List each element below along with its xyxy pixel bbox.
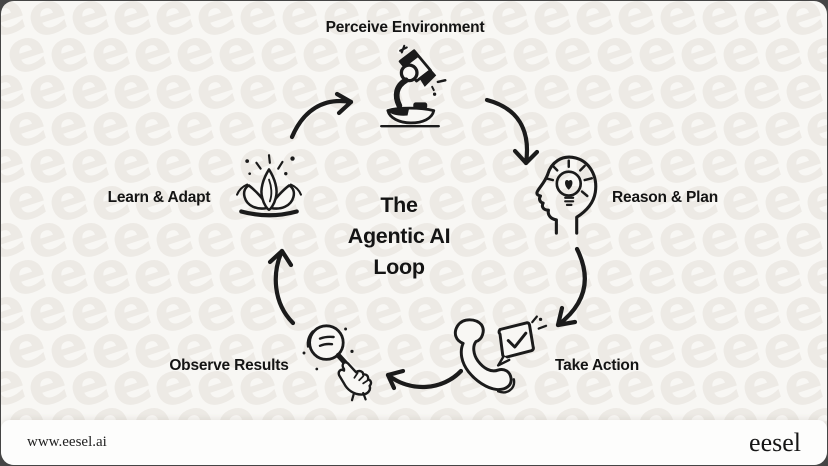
footer-bar: www.eesel.ai eesel — [1, 420, 827, 465]
checkmark-icon — [506, 331, 528, 349]
step-label-perceive-environment: Perceive Environment — [325, 19, 485, 36]
diagram-title-line1: The — [380, 193, 418, 217]
magnifying-glass-hand-icon — [302, 324, 373, 402]
step-label-learn-adapt: Learn & Adapt — [107, 189, 211, 206]
diagram-title-line3: Loop — [373, 255, 425, 279]
step-label-reason-plan: Reason & Plan — [612, 189, 718, 206]
phone-checkmark-icon — [453, 315, 548, 394]
lotus-flower-icon — [236, 154, 302, 218]
diagram-title-line2: Agentic AI — [347, 224, 451, 248]
diagram-title: The Agentic AI Loop — [348, 190, 451, 283]
microscope-icon — [380, 44, 447, 128]
website-url: www.eesel.ai — [27, 434, 107, 450]
step-label-take-action: Take Action — [555, 357, 639, 374]
step-label-observe-results: Observe Results — [169, 357, 289, 374]
eesel-logo: eesel — [749, 427, 801, 457]
arrow-take-action-to-observe — [385, 368, 464, 391]
arrow-perceive-to-reason — [484, 97, 540, 166]
arrow-observe-to-learn — [267, 248, 296, 326]
arrow-learn-to-perceive — [289, 91, 354, 140]
lightbulb-icon — [555, 170, 583, 197]
head-lightbulb-icon — [535, 155, 598, 235]
arrow-reason-to-take-action — [555, 246, 587, 328]
message-card-icon — [497, 321, 535, 359]
